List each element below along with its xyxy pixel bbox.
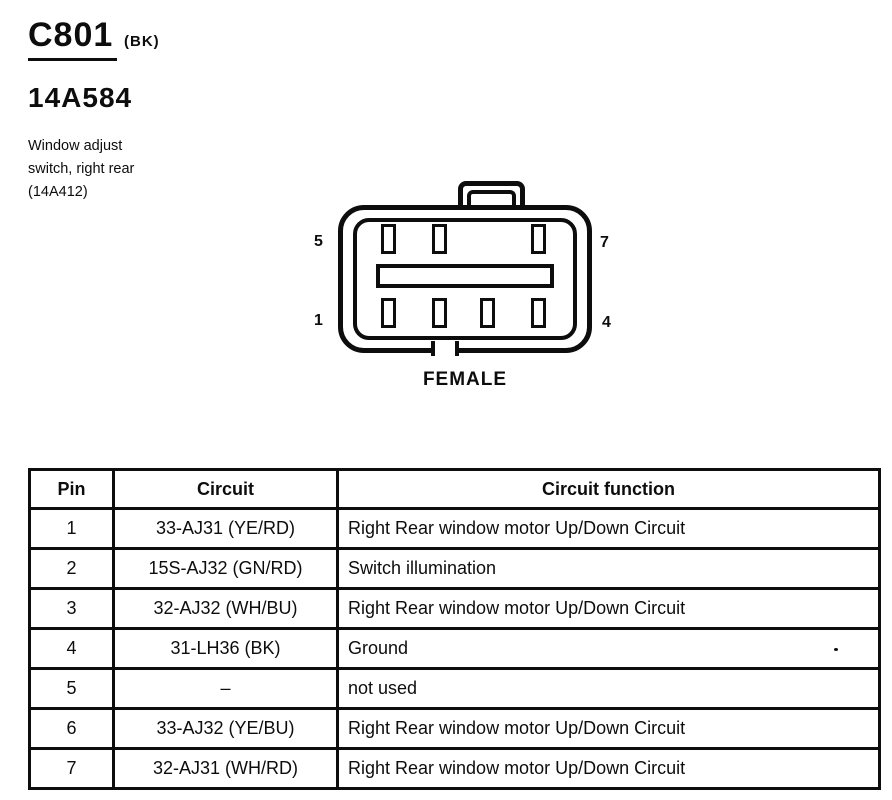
circuit-cell: 15S-AJ32 (GN/RD) — [112, 547, 339, 590]
pin-slot-4 — [531, 298, 546, 328]
latch-tab-inner-outline — [467, 190, 516, 213]
pin-cell: 2 — [28, 547, 115, 590]
pin-table: Pin Circuit Circuit function 1 33-AJ31 (… — [28, 468, 881, 790]
pin-cell: 3 — [28, 587, 115, 630]
circuit-cell: – — [112, 667, 339, 710]
function-cell: Right Rear window motor Up/Down Circuit — [336, 587, 881, 630]
pin-slot-3 — [480, 298, 495, 328]
center-key-bar — [376, 264, 554, 288]
connector-color-code: (BK) — [124, 33, 160, 50]
function-column-header: Circuit function — [336, 468, 881, 510]
function-cell: not used — [336, 667, 881, 710]
connector-body-inner-outline — [353, 218, 577, 340]
function-cell: Ground — [336, 627, 881, 670]
function-cell: Right Rear window motor Up/Down Circuit — [336, 747, 881, 790]
circuit-cell: 32-AJ32 (WH/BU) — [112, 587, 339, 630]
pin-label-top-left: 5 — [314, 233, 323, 250]
pin-slot-2 — [432, 298, 447, 328]
pin-label-bottom-right: 4 — [602, 314, 611, 331]
circuit-cell: 31-LH36 (BK) — [112, 627, 339, 670]
pin-cell: 4 — [28, 627, 115, 670]
pin-label-top-right: 7 — [600, 234, 609, 251]
pin-cell: 1 — [28, 507, 115, 550]
table-row: 6 33-AJ32 (YE/BU) Right Rear window moto… — [28, 707, 881, 750]
circuit-cell: 33-AJ32 (YE/BU) — [112, 707, 339, 750]
connector-id-heading: C801 — [28, 16, 118, 61]
table-row: 3 32-AJ32 (WH/BU) Right Rear window moto… — [28, 587, 881, 630]
pin-table-header-row: Pin Circuit Circuit function — [28, 468, 881, 510]
connector-description: Window adjust switch, right rear (14A412… — [28, 138, 135, 200]
part-number-heading: 14A584 — [28, 82, 133, 113]
pin-label-bottom-left: 1 — [314, 312, 323, 329]
pin-cell: 6 — [28, 707, 115, 750]
circuit-cell: 32-AJ31 (WH/RD) — [112, 747, 339, 790]
table-row: 1 33-AJ31 (YE/RD) Right Rear window moto… — [28, 507, 881, 550]
latch-tab-outer-outline — [458, 181, 525, 213]
pin-cell: 7 — [28, 747, 115, 790]
pin-slot-6 — [432, 224, 447, 254]
table-row: 2 15S-AJ32 (GN/RD) Switch illumination — [28, 547, 881, 590]
circuit-cell: 33-AJ31 (YE/RD) — [112, 507, 339, 550]
scan-speck-artifact — [834, 648, 838, 651]
circuit-column-header: Circuit — [112, 468, 339, 510]
pin-slot-7 — [531, 224, 546, 254]
table-row: 5 – not used — [28, 667, 881, 710]
function-cell: Right Rear window motor Up/Down Circuit — [336, 707, 881, 750]
pin-column-header: Pin — [28, 468, 115, 510]
bottom-index-notch — [431, 341, 459, 356]
pin-slot-1 — [381, 298, 396, 328]
table-row: 7 32-AJ31 (WH/RD) Right Rear window moto… — [28, 747, 881, 790]
table-row: 4 31-LH36 (BK) Ground — [28, 627, 881, 670]
function-cell: Switch illumination — [336, 547, 881, 590]
pin-cell: 5 — [28, 667, 115, 710]
pin-slot-5 — [381, 224, 396, 254]
connector-gender-caption: FEMALE — [422, 369, 508, 390]
function-cell: Right Rear window motor Up/Down Circuit — [336, 507, 881, 550]
